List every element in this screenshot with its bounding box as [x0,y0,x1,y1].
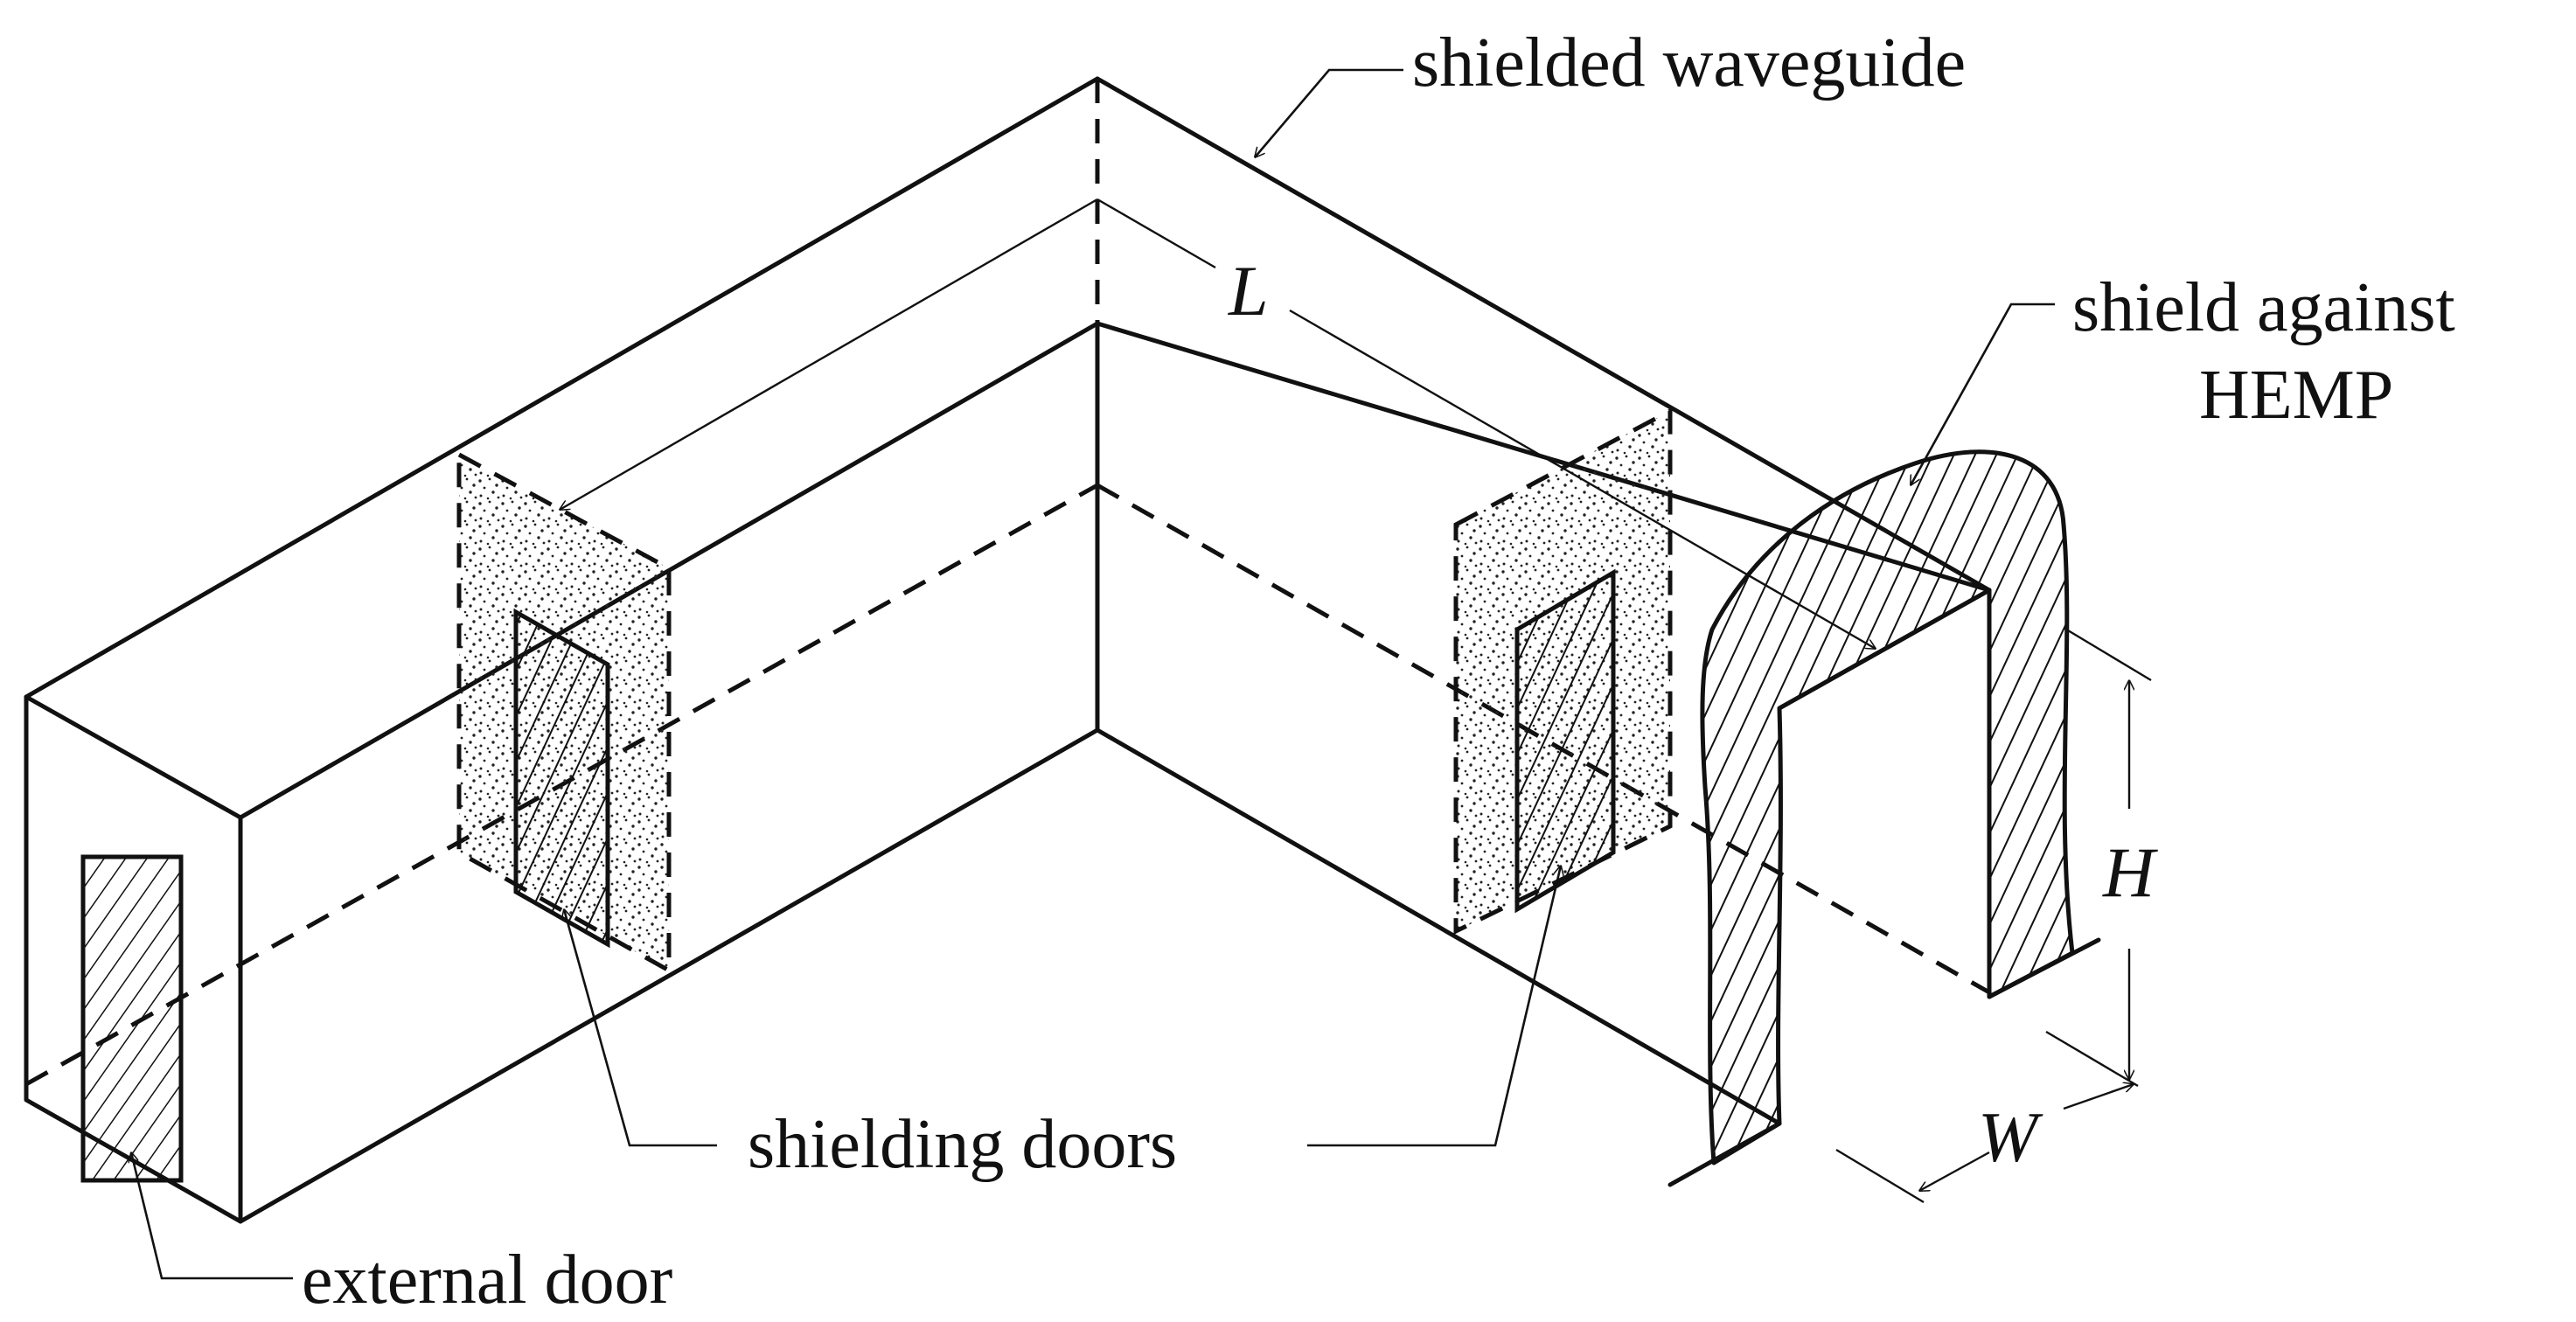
length-dimension: L [560,198,1876,649]
height-symbol: H [2102,832,2158,912]
left-shielding-door [456,450,672,975]
leader-lines [131,68,2055,1280]
shielding-doors-label: shielding doors [748,1106,1177,1183]
hidden-edges [24,79,1991,1087]
shielded-waveguide-label: shielded waveguide [1412,24,1966,101]
width-symbol: W [1978,1097,2043,1177]
hemp-label: HEMP [2199,357,2393,434]
shield-against-label: shield against [2072,269,2455,346]
height-dimension: H [2063,626,2158,1080]
length-symbol: L [1228,251,1269,330]
width-dimension: W [1835,1030,2139,1204]
external-door [80,854,184,1183]
right-shielding-door [1453,407,1673,936]
external-door-label: external door [302,1242,672,1319]
hemp-shield [1667,449,2101,1187]
